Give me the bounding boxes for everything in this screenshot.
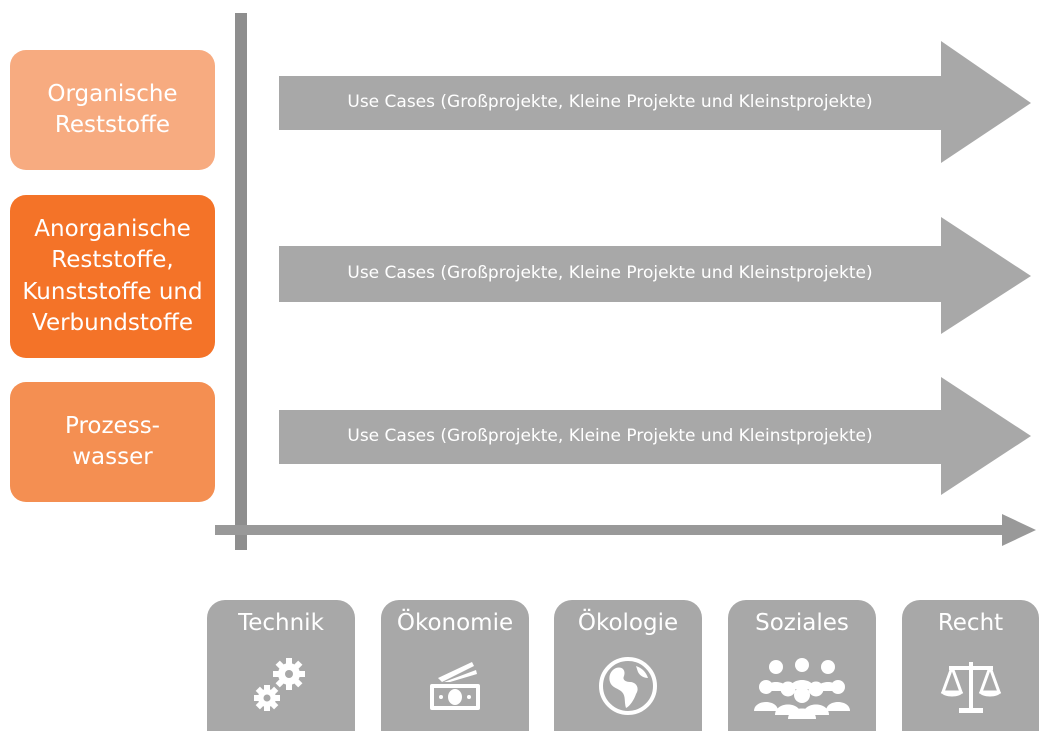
category-line: Prozess- xyxy=(65,412,160,439)
use-case-label: Use Cases (Großprojekte, Kleine Projekte… xyxy=(347,426,873,446)
dimension-label: Ökonomie xyxy=(396,610,514,636)
scales-icon xyxy=(902,650,1039,722)
people-icon xyxy=(728,650,876,722)
dimension-label: Soziales xyxy=(755,610,849,636)
dimension-label: Ökologie xyxy=(577,610,679,636)
horizontal-axis xyxy=(215,514,1036,546)
dimension-oekologie: Ökologie xyxy=(554,600,702,731)
dimension-oekonomie: Ökonomie xyxy=(381,600,529,731)
dimension-technik: Technik xyxy=(207,600,355,731)
category-line: wasser xyxy=(72,444,153,470)
use-case-label: Use Cases (Großprojekte, Kleine Projekte… xyxy=(347,92,873,112)
category-line: Kunststoffe und xyxy=(22,278,203,305)
category-line: Reststoffe, xyxy=(51,247,174,274)
category-line: Anorganische xyxy=(34,216,191,243)
use-case-arrow-2 xyxy=(279,217,1031,334)
use-case-label: Use Cases (Großprojekte, Kleine Projekte… xyxy=(347,263,873,283)
category-organic: Organische Reststoffe xyxy=(10,50,215,170)
use-case-arrow-3 xyxy=(279,377,1031,495)
globe-icon xyxy=(554,650,702,722)
use-case-arrow-1 xyxy=(279,41,1031,163)
dimension-recht: Recht xyxy=(902,600,1039,731)
dimension-label: Technik xyxy=(238,610,324,636)
category-line: Organische xyxy=(47,80,178,107)
money-icon xyxy=(381,650,529,722)
category-line: Verbundstoffe xyxy=(32,309,193,336)
vertical-axis xyxy=(235,13,247,550)
dimension-label: Recht xyxy=(937,610,1004,636)
category-line: Reststoffe xyxy=(54,112,171,138)
dimension-soziales: Soziales xyxy=(728,600,876,731)
use-case-arrows xyxy=(279,41,1031,495)
category-process-water: Prozess- wasser xyxy=(10,382,215,502)
gears-icon xyxy=(207,650,355,722)
category-inorganic: Anorganische Reststoffe, Kunststoffe und… xyxy=(10,195,215,358)
